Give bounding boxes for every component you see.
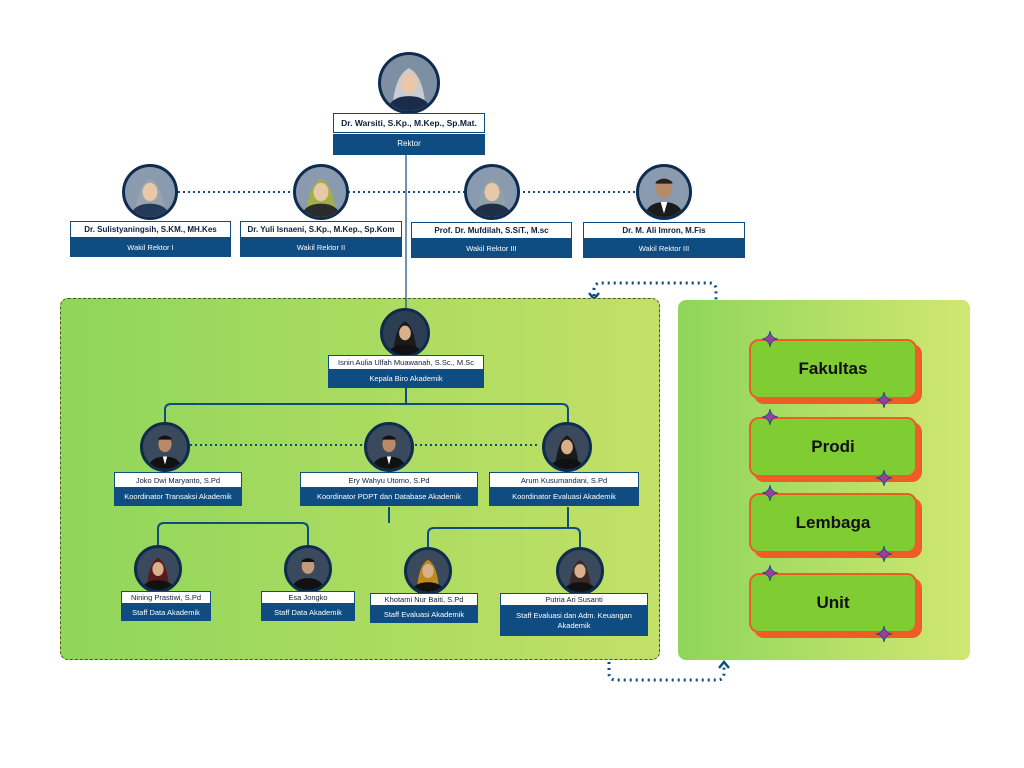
kepala-name: Isnin Aulia Ulfah Muawanah, S.Sc., M.Sc bbox=[328, 355, 484, 370]
unit-card-lembaga: Lembaga bbox=[749, 493, 917, 553]
wakil-4-role: Wakil Rektor III bbox=[583, 239, 745, 258]
person-photo-icon bbox=[367, 425, 411, 469]
wakil-1-photo bbox=[122, 164, 178, 220]
staff-2-name: Esa Jongko bbox=[261, 591, 355, 604]
koordinator-1-name: Joko Dwi Maryanto, S.Pd bbox=[114, 472, 242, 488]
unit-card-fakultas: Fakultas bbox=[749, 339, 917, 399]
person-photo-icon bbox=[296, 167, 346, 217]
rektor-role: Rektor bbox=[333, 134, 485, 155]
sparkle-icon bbox=[876, 470, 892, 486]
wakil-1-role: Wakil Rektor I bbox=[70, 238, 231, 257]
koordinator-2-name: Ery Wahyu Utomo, S.Pd bbox=[300, 472, 478, 488]
koordinator-3-role: Koordinator Evaluasi Akademik bbox=[489, 488, 639, 506]
person-photo-icon bbox=[407, 550, 449, 592]
sparkle-icon bbox=[762, 565, 778, 581]
koordinator-1-role: Koordinator Transaksi Akademik bbox=[114, 488, 242, 506]
wakil-2-name: Dr. Yuli Isnaeni, S.Kp., M.Kep., Sp.Kom bbox=[240, 221, 402, 238]
staff-3-name: Khotami Nur Baiti, S.Pd bbox=[370, 593, 478, 606]
sparkle-icon bbox=[876, 626, 892, 642]
wakil-3-name: Prof. Dr. Mufdilah, S.SiT., M.sc bbox=[411, 222, 572, 239]
unit-card-prodi: Prodi bbox=[749, 417, 917, 477]
person-photo-icon bbox=[143, 425, 187, 469]
koordinator-3-photo bbox=[542, 422, 592, 472]
koordinator-2-role: Koordinator PDPT dan Database Akademik bbox=[300, 488, 478, 506]
wakil-4-name: Dr. M. Ali Imron, M.Fis bbox=[583, 222, 745, 239]
kepala-role: Kepala Biro Akademik bbox=[328, 370, 484, 388]
sparkle-icon bbox=[762, 485, 778, 501]
wakil-4-photo bbox=[636, 164, 692, 220]
staff-1-role: Staff Data Akademik bbox=[121, 604, 211, 621]
person-photo-icon bbox=[381, 55, 437, 111]
rektor-name: Dr. Warsiti, S.Kp., M.Kep., Sp.Mat. bbox=[333, 113, 485, 133]
staff-4-photo bbox=[556, 547, 604, 595]
staff-3-role: Staff Evaluasi Akademik bbox=[370, 606, 478, 623]
staff-1-name: Nining Prastiwi, S.Pd bbox=[121, 591, 211, 604]
person-photo-icon bbox=[467, 167, 517, 217]
koordinator-2-photo bbox=[364, 422, 414, 472]
person-photo-icon bbox=[545, 425, 589, 469]
staff-4-name: Putria Ari Susanti bbox=[500, 593, 648, 606]
wakil-3-role: Wakil Rektor III bbox=[411, 239, 572, 258]
person-photo-icon bbox=[125, 167, 175, 217]
staff-2-role: Staff Data Akademik bbox=[261, 604, 355, 621]
person-photo-icon bbox=[639, 167, 689, 217]
rektor-photo bbox=[378, 52, 440, 114]
sparkle-icon bbox=[876, 392, 892, 408]
staff-3-photo bbox=[404, 547, 452, 595]
unit-card-unit: Unit bbox=[749, 573, 917, 633]
person-photo-icon bbox=[559, 550, 601, 592]
sparkle-icon bbox=[762, 409, 778, 425]
wakil-1-name: Dr. Sulistyaningsih, S.KM., MH.Kes bbox=[70, 221, 231, 238]
kepala-photo bbox=[380, 308, 430, 358]
person-photo-icon bbox=[383, 311, 427, 355]
wakil-3-photo bbox=[464, 164, 520, 220]
sparkle-icon bbox=[762, 331, 778, 347]
koordinator-3-name: Arum Kusumandani, S.Pd bbox=[489, 472, 639, 488]
person-photo-icon bbox=[287, 548, 329, 590]
sparkle-icon bbox=[876, 546, 892, 562]
staff-2-photo bbox=[284, 545, 332, 593]
staff-4-role: Staff Evaluasi dan Adm. Keuangan Akademi… bbox=[500, 606, 648, 636]
wakil-2-role: Wakil Rektor II bbox=[240, 238, 402, 257]
staff-1-photo bbox=[134, 545, 182, 593]
person-photo-icon bbox=[137, 548, 179, 590]
koordinator-1-photo bbox=[140, 422, 190, 472]
wakil-2-photo bbox=[293, 164, 349, 220]
